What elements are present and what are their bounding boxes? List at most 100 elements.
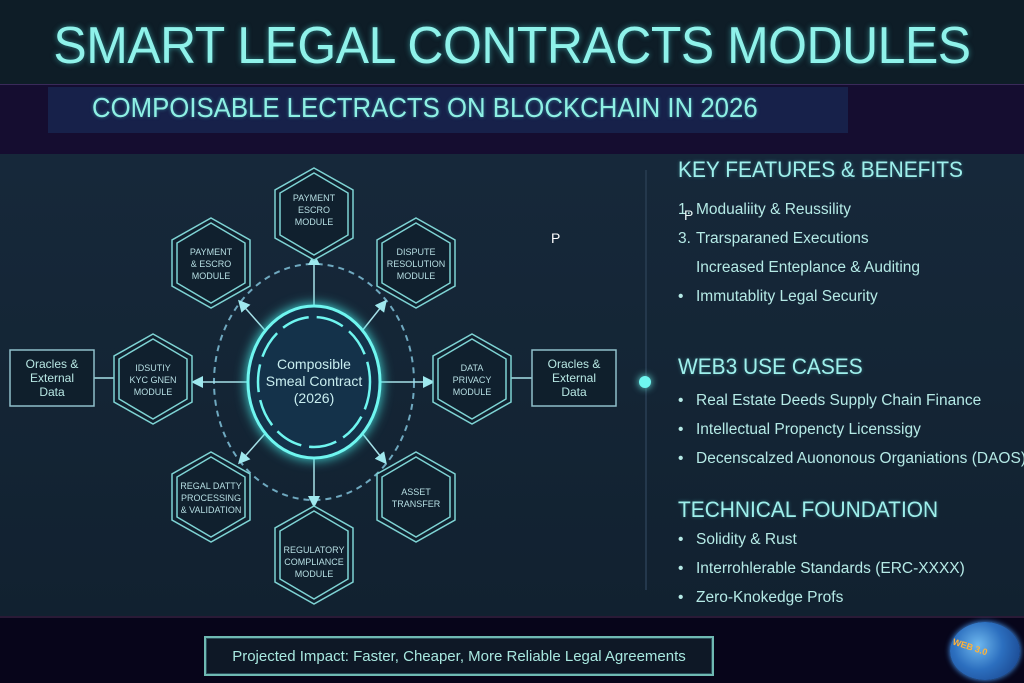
use-cases-title: WEB3 USE CASES	[678, 354, 863, 379]
page-subtitle: COMPOISABLE LECTRACTS ON BLOCKCHAIN IN 2…	[92, 92, 758, 123]
module-line: REGAL DATTY	[180, 481, 242, 491]
subtitle-highlight	[48, 87, 848, 133]
box-line: Oracles &	[25, 357, 79, 371]
item-text: Immutablity Legal Security	[696, 288, 878, 305]
technical-title: TECHNICAL FOUNDATION	[678, 497, 939, 522]
module-line: REGULATORY	[283, 545, 345, 555]
technical-item: • Solidity & Rust	[678, 525, 965, 554]
use-case-item: • Intellectual Propencty Licenssigy	[678, 415, 1024, 444]
item-text: Increased Enteplance & Auditing	[696, 259, 921, 276]
module-identity-kyc[interactable]: IDSUTIY KYC GNEN MODULE	[113, 362, 193, 398]
bullet-icon: •	[678, 560, 684, 577]
item-marker: •	[678, 288, 684, 305]
feature-item: Increased Enteplance & Auditing	[678, 253, 978, 282]
item-text: Intellectual Propencty Licenssigy	[696, 421, 921, 438]
hex-bottom	[274, 505, 354, 605]
technical-section: TECHNICAL FOUNDATION • Solidity & Rust • I…	[678, 497, 965, 612]
module-payment-escro[interactable]: PAYMENT ESCRO MODULE	[274, 192, 354, 228]
module-line: ASSET	[401, 487, 431, 497]
item-text: Zero-Knokedge Profs	[696, 589, 844, 606]
item-text: Modualiity & Reussility	[696, 201, 852, 218]
stray-glyph: P	[551, 230, 561, 246]
module-line: DATA	[460, 363, 484, 373]
item-text: Decenscalzed Auononous Organiations (DAO…	[696, 450, 1024, 467]
module-line: MODULE	[294, 569, 334, 579]
hex-upper-left	[171, 217, 251, 309]
module-line: MODULE	[133, 387, 173, 397]
technical-item: • Zero-Knokedge Profs	[678, 583, 965, 612]
module-line: ESCRO	[297, 205, 330, 215]
page-title: SMART LEGAL CONTRACTS MODULES	[53, 17, 971, 75]
hex-lower-right	[376, 451, 456, 543]
module-line: PRIVACY	[452, 375, 492, 385]
header-top-band	[0, 0, 1024, 84]
item-text: Trarsparaned Executions	[696, 230, 869, 247]
impact-text: Projected Impact: Faster, Cheaper, More …	[232, 647, 686, 665]
module-payment-and-escro[interactable]: PAYMENT & ESCRO MODULE	[171, 246, 251, 282]
bullet-icon: •	[678, 392, 684, 409]
features-section: KEY FEATURES & BENEFITS 1. Modualiity & R…	[678, 157, 978, 311]
module-line: KYC GNEN	[129, 375, 177, 385]
module-line: MODULE	[191, 271, 231, 281]
center-contract-node	[246, 304, 382, 460]
technical-item: • Interrohlerable Standards (ERC-XXXX)	[678, 554, 965, 583]
bullet-icon: •	[678, 589, 684, 606]
item-text: Real Estate Deeds Supply Chain Finance	[696, 392, 982, 409]
box-line: Data	[39, 385, 65, 399]
box-line: Data	[561, 385, 587, 399]
hex-upper-right	[376, 217, 456, 309]
module-regal-processing[interactable]: REGAL DATTY PROCESSING & VALIDATION	[171, 480, 251, 516]
feature-item: • Immutablity Legal Security	[678, 282, 978, 311]
web3-globe-logo: WEB 3.0	[950, 622, 1020, 680]
stray-glyph-panel: P	[684, 207, 694, 223]
module-line: PAYMENT	[189, 247, 233, 257]
external-data-right-label: Oracles & External Data	[534, 357, 614, 399]
item-text: Interrohlerable Standards (ERC-XXXX)	[696, 560, 965, 577]
bullet-icon: •	[678, 421, 684, 438]
external-box-right	[531, 349, 617, 407]
center-contract-label: Composible Smeal Contract (2026)	[254, 356, 374, 407]
item-marker: 3.	[678, 230, 691, 247]
module-line: IDSUTIY	[135, 363, 171, 373]
module-line: DISPUTE	[396, 247, 436, 257]
item-text: Solidity & Rust	[696, 531, 797, 548]
module-line: RESOLUTION	[386, 259, 446, 269]
hex-left	[113, 333, 193, 425]
item-marker: 1.	[678, 201, 691, 218]
module-diagram	[9, 167, 617, 605]
box-line: External	[551, 371, 597, 385]
impact-banner: Projected Impact: Faster, Cheaper, More …	[204, 636, 714, 676]
center-line-1: Composible	[277, 356, 351, 372]
divider-dot	[639, 376, 651, 388]
module-line: PROCESSING	[180, 493, 241, 503]
hex-top	[274, 167, 354, 261]
module-dispute-resolution[interactable]: DISPUTE RESOLUTION MODULE	[376, 246, 456, 282]
module-line: & ESCRO	[190, 259, 232, 269]
box-line: Oracles &	[547, 357, 601, 371]
box-line: External	[29, 371, 75, 385]
module-line: & VALIDATION	[180, 505, 242, 515]
external-box-left	[9, 349, 95, 407]
module-regulatory-compliance[interactable]: REGULATORY COMPLIANCE MODULE	[274, 544, 354, 580]
bullet-icon: •	[678, 531, 684, 548]
features-title: KEY FEATURES & BENEFITS	[678, 157, 963, 182]
center-line-2: Smeal Contract	[265, 373, 363, 389]
hex-right	[432, 333, 512, 425]
bullet-icon: •	[678, 450, 684, 467]
module-line: MODULE	[294, 217, 334, 227]
module-data-privacy[interactable]: DATA PRIVACY MODULE	[432, 362, 512, 398]
module-line: PAYMENT	[292, 193, 336, 203]
external-data-left-label: Oracles & External Data	[12, 357, 92, 399]
feature-item: 3. Trarsparaned Executions	[678, 224, 978, 253]
module-line: MODULE	[452, 387, 492, 397]
hex-lower-left	[171, 451, 251, 543]
module-line: TRANSFER	[391, 499, 441, 509]
center-line-3: (2026)	[293, 390, 335, 406]
use-cases-section: WEB3 USE CASES • Real Estate Deeds Supply…	[678, 354, 1024, 473]
module-line: COMPLIANCE	[284, 557, 344, 567]
feature-item: 1. Modualiity & Reussility	[678, 195, 978, 224]
use-case-item: • Decenscalzed Auononous Organiations (DA…	[678, 444, 1024, 473]
globe-logo-text: WEB 3.0	[951, 636, 989, 658]
use-case-item: • Real Estate Deeds Supply Chain Finance	[678, 386, 1024, 415]
module-asset-transfer[interactable]: ASSET TRANSFER	[376, 486, 456, 510]
